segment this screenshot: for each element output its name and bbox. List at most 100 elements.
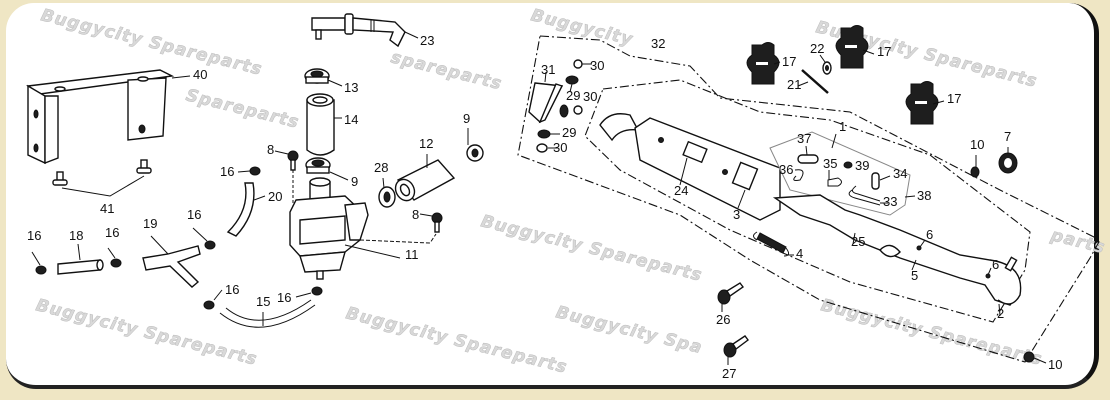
part-callout-28[interactable]: 28 <box>374 160 388 175</box>
assembly-outline-1 <box>584 79 1031 323</box>
washer-part-22[interactable] <box>819 54 832 75</box>
part-callout-10[interactable]: 10 <box>1048 357 1062 372</box>
nut-part-10[interactable] <box>970 155 980 178</box>
part-callout-31[interactable]: 31 <box>541 62 555 77</box>
part-callout-36[interactable]: 36 <box>779 162 793 177</box>
part-callout-7[interactable]: 7 <box>1004 129 1011 144</box>
watermark-text: Buggycity Spareparts <box>344 303 570 377</box>
y-hose-part-19[interactable] <box>142 235 201 288</box>
bolt-part-26[interactable] <box>717 282 744 312</box>
hose-clamp-part-13[interactable] <box>304 68 343 87</box>
part-callout-29[interactable]: 29 <box>566 88 580 103</box>
hose-clip-part-16[interactable] <box>237 166 261 176</box>
part-callout-1[interactable]: 1 <box>839 119 846 134</box>
part-callout-38[interactable]: 38 <box>917 188 931 203</box>
part-callout-30[interactable]: 30 <box>553 140 567 155</box>
hose-part-20[interactable] <box>226 182 266 237</box>
part-callout-17[interactable]: 17 <box>782 54 796 69</box>
part-callout-16[interactable]: 16 <box>27 228 41 243</box>
part-callout-3[interactable]: 3 <box>733 207 740 222</box>
diagram-panel <box>6 3 1099 389</box>
part-callout-30[interactable]: 30 <box>583 89 597 104</box>
part-callout-15[interactable]: 15 <box>256 294 270 309</box>
hose-part-15[interactable] <box>203 286 323 328</box>
watermark-text: Buggycity Spa <box>554 302 705 358</box>
part-callout-14[interactable]: 14 <box>344 112 358 127</box>
spring-part-4[interactable] <box>753 231 795 257</box>
part-callout-39[interactable]: 39 <box>855 158 869 173</box>
hose-clamp-part-9[interactable] <box>305 157 349 181</box>
part-callout-20[interactable]: 20 <box>268 189 282 204</box>
part-callout-8[interactable]: 8 <box>412 207 419 222</box>
washer-bolt-parts-29-30[interactable] <box>536 59 592 153</box>
bolt-part-8[interactable] <box>274 150 299 232</box>
bolt-part-8b[interactable] <box>419 212 443 233</box>
rubber-hanger-part-17[interactable] <box>746 25 945 125</box>
part-callout-4[interactable]: 4 <box>796 246 803 261</box>
part-callout-25[interactable]: 25 <box>851 234 865 249</box>
watermark-text: parts <box>1048 225 1107 258</box>
part-callout-18[interactable]: 18 <box>69 228 83 243</box>
hose-clamp-part-28[interactable] <box>378 177 396 208</box>
small-parts-group-38[interactable] <box>769 131 916 216</box>
hose-clamp-part-9b[interactable] <box>466 128 484 162</box>
part-callout-11[interactable]: 11 <box>405 247 419 262</box>
part-callout-21[interactable]: 21 <box>787 77 801 92</box>
nut-part-10b[interactable] <box>1023 351 1047 364</box>
part-callout-13[interactable]: 13 <box>344 80 358 95</box>
watermark-text: Buggycity <box>529 5 635 50</box>
part-callout-2[interactable]: 2 <box>997 306 1004 321</box>
air-hose-part-12[interactable] <box>392 154 456 204</box>
gasket-part-7[interactable] <box>998 147 1018 174</box>
part-callout-16[interactable]: 16 <box>277 290 291 305</box>
part-callout-40[interactable]: 40 <box>193 67 207 82</box>
part-callout-6[interactable]: 6 <box>926 227 933 242</box>
part-callout-8[interactable]: 8 <box>267 142 274 157</box>
part-callout-10[interactable]: 10 <box>970 137 984 152</box>
part-callout-5[interactable]: 5 <box>911 268 918 283</box>
part-callout-26[interactable]: 26 <box>716 312 730 327</box>
part-callout-33[interactable]: 33 <box>883 194 897 209</box>
watermark-text: Spareparts <box>184 85 301 132</box>
part-callout-32[interactable]: 32 <box>651 36 665 51</box>
bolt-part-27[interactable] <box>723 335 749 365</box>
bracket-part-40[interactable] <box>26 69 191 165</box>
hose-clip-part-16-left[interactable] <box>31 227 216 275</box>
part-callout-9[interactable]: 9 <box>463 111 470 126</box>
hose-part-18[interactable] <box>57 243 104 275</box>
part-callout-27[interactable]: 27 <box>722 366 736 381</box>
part-callout-12[interactable]: 12 <box>419 136 433 151</box>
bolt-part-41[interactable] <box>52 159 152 197</box>
part-callout-34[interactable]: 34 <box>893 166 907 181</box>
part-callout-24[interactable]: 24 <box>674 183 688 198</box>
part-callout-17[interactable]: 17 <box>877 44 891 59</box>
part-callout-16[interactable]: 16 <box>187 207 201 222</box>
part-callout-41[interactable]: 41 <box>100 201 114 216</box>
part-callout-16[interactable]: 16 <box>225 282 239 297</box>
part-callout-30[interactable]: 30 <box>590 58 604 73</box>
part-callout-37[interactable]: 37 <box>797 131 811 146</box>
part-callout-16[interactable]: 16 <box>105 225 119 240</box>
assembly-outline-32 <box>517 35 1101 363</box>
part-callout-22[interactable]: 22 <box>810 41 824 56</box>
heat-shield-part-31[interactable] <box>528 71 564 124</box>
air-hose-part-14[interactable] <box>306 93 342 156</box>
watermark-text: spareparts <box>389 47 504 94</box>
part-callout-35[interactable]: 35 <box>823 156 837 171</box>
muffler-part-24[interactable] <box>599 113 781 221</box>
part-callout-23[interactable]: 23 <box>420 33 434 48</box>
air-injection-valve-part-11[interactable] <box>289 177 437 280</box>
exhaust-pipe-part-5[interactable] <box>772 194 1022 317</box>
part-callout-6[interactable]: 6 <box>992 257 999 272</box>
part-callout-17[interactable]: 17 <box>947 91 961 106</box>
pin-part-21[interactable] <box>797 69 829 94</box>
part-callout-29[interactable]: 29 <box>562 125 576 140</box>
watermark-layer: Buggycity Spareparts Spareparts spareparts… <box>34 5 1108 378</box>
part-callout-19[interactable]: 19 <box>143 216 157 231</box>
reed-valve-part-23[interactable] <box>311 13 419 48</box>
part-callout-16[interactable]: 16 <box>220 164 234 179</box>
part-callout-9[interactable]: 9 <box>351 174 358 189</box>
